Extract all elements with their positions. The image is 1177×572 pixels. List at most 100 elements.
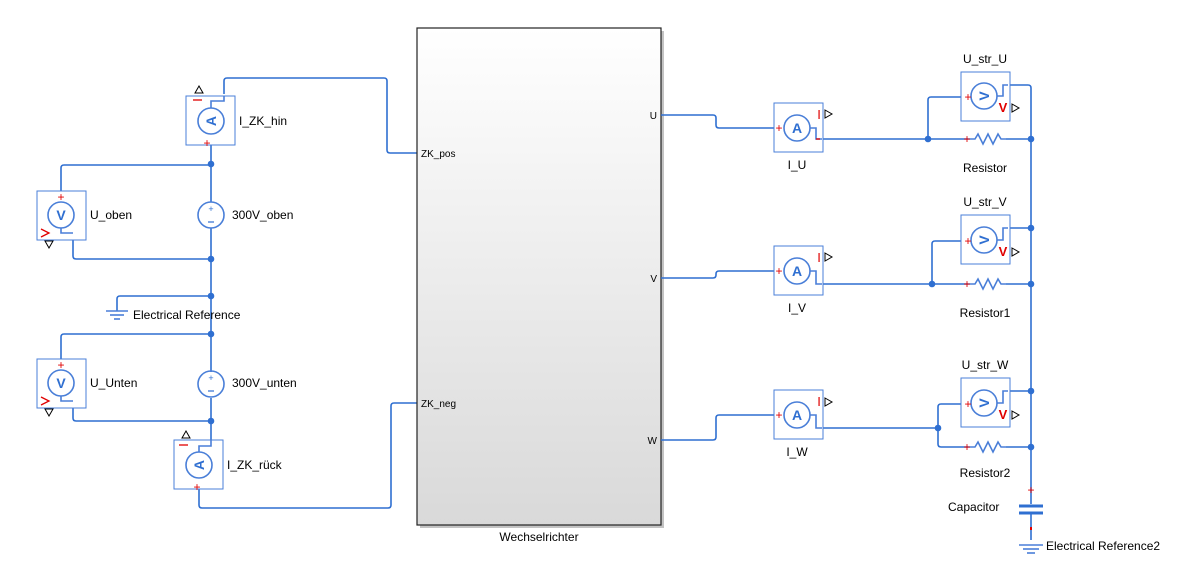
svg-text:+: +: [775, 264, 782, 278]
svg-text:V: V: [999, 407, 1008, 422]
output-port-triangle[interactable]: [44, 408, 54, 418]
svg-text:+: +: [203, 136, 210, 150]
svg-text:A: A: [203, 116, 219, 126]
ground-icon: [1019, 544, 1043, 554]
label-i-w: I_W: [786, 445, 808, 459]
dc-voltage-source-icon: [197, 370, 225, 398]
wire-ustrw-plus[interactable]: [937, 403, 968, 428]
port-zk-neg[interactable]: ZK_neg: [421, 399, 456, 410]
block-u-unten[interactable]: V + U_Unten: [36, 358, 137, 418]
label-capacitor: Capacitor: [948, 500, 999, 514]
svg-text:V: V: [976, 91, 992, 101]
label-u-str-u: U_str_U: [963, 52, 1007, 66]
wire-w-to-iw[interactable]: [661, 414, 780, 441]
block-300v-oben[interactable]: + 300V_oben: [197, 201, 293, 229]
junction: [207, 292, 215, 300]
svg-text:+: +: [1027, 483, 1034, 497]
svg-text:+: +: [193, 480, 200, 494]
junction: [1027, 280, 1035, 288]
wire-izkrueck-to-zkneg[interactable]: [198, 402, 418, 509]
port-v[interactable]: V: [650, 274, 657, 285]
svg-text:+: +: [775, 408, 782, 422]
block-i-zk-rueck[interactable]: A + I_ZK_rück: [173, 429, 283, 494]
wire-uunten-bottom[interactable]: [72, 401, 211, 422]
port-zk-pos[interactable]: ZK_pos: [421, 149, 455, 160]
junction: [1027, 387, 1035, 395]
block-i-u[interactable]: A + I I_U: [773, 102, 834, 172]
wire-u-to-iu[interactable]: [661, 114, 780, 129]
svg-text:A: A: [792, 407, 802, 423]
svg-text:V: V: [999, 100, 1008, 115]
label-u-unten: U_Unten: [90, 376, 137, 390]
label-u-str-v: U_str_V: [963, 195, 1006, 209]
ac-junctions: [924, 135, 1035, 451]
wire-ustru-plus[interactable]: [927, 96, 968, 139]
block-electrical-reference[interactable]: Electrical Reference: [106, 308, 241, 322]
dc-wires: [60, 77, 418, 509]
label-wechselrichter: Wechselrichter: [499, 530, 578, 544]
svg-text:V: V: [999, 244, 1008, 259]
wire-v-to-iv[interactable]: [661, 270, 780, 279]
junction: [1027, 135, 1035, 143]
output-port-triangle[interactable]: [181, 429, 191, 439]
resistor-icon: [968, 440, 1006, 454]
label-electrical-reference: Electrical Reference: [133, 308, 241, 322]
svg-text:+: +: [775, 121, 782, 135]
subsystem-wechselrichter[interactable]: ZK_pos ZK_neg U V W Wechselrichter: [416, 27, 664, 544]
wire-ground[interactable]: [116, 295, 211, 311]
svg-text:+: +: [208, 204, 213, 214]
label-resistor2: Resistor2: [960, 466, 1011, 480]
block-electrical-reference2[interactable]: Electrical Reference2: [1019, 539, 1160, 554]
block-capacitor[interactable]: + Capacitor: [948, 483, 1043, 530]
block-i-zk-hin[interactable]: A + I_ZK_hin: [185, 84, 287, 150]
output-port-triangle[interactable]: [1011, 410, 1021, 420]
block-i-v[interactable]: A + I I_V: [773, 245, 834, 315]
wire-izkhin-to-zkpos[interactable]: [223, 77, 418, 154]
dc-junctions: [207, 160, 215, 425]
junction: [1027, 224, 1035, 232]
wire-uunten-top[interactable]: [60, 333, 211, 365]
wire-ustru-minus[interactable]: [1006, 84, 1032, 139]
wire-ustrv-plus[interactable]: [931, 240, 968, 284]
wire-uoben-bottom[interactable]: [72, 233, 211, 260]
svg-text:+: +: [57, 190, 64, 204]
output-port-triangle[interactable]: [44, 240, 54, 250]
port-u[interactable]: U: [650, 111, 657, 122]
label-electrical-reference2: Electrical Reference2: [1046, 539, 1160, 553]
block-u-str-w[interactable]: V + V U_str_W: [960, 358, 1021, 428]
svg-text:V: V: [56, 375, 66, 391]
block-u-str-u[interactable]: V + V U_str_U: [960, 52, 1021, 122]
label-i-zk-rueck: I_ZK_rück: [227, 458, 283, 472]
svg-text:+: +: [964, 234, 971, 248]
voltage-port-icon: [40, 396, 51, 406]
ground-icon: [106, 310, 128, 320]
block-u-oben[interactable]: V + U_oben: [36, 190, 132, 250]
output-port-triangle[interactable]: [824, 109, 834, 119]
output-port-triangle[interactable]: [824, 397, 834, 407]
block-resistor1[interactable]: + Resistor1: [960, 277, 1011, 320]
output-port-triangle[interactable]: [1011, 247, 1021, 257]
block-i-w[interactable]: A + I I_W: [773, 389, 834, 459]
svg-text:V: V: [56, 207, 66, 223]
resistor-icon: [968, 277, 1006, 291]
label-u-str-w: U_str_W: [962, 358, 1009, 372]
label-300v-oben: 300V_oben: [232, 208, 293, 222]
output-port-triangle[interactable]: [824, 252, 834, 262]
wire-uoben-top[interactable]: [60, 164, 211, 197]
block-u-str-v[interactable]: V + V U_str_V: [960, 195, 1021, 265]
output-port-triangle[interactable]: [194, 84, 204, 94]
dc-voltage-source-icon: [197, 201, 225, 229]
block-resistor[interactable]: + Resistor: [963, 132, 1007, 175]
block-resistor2[interactable]: + Resistor2: [960, 440, 1011, 480]
junction: [934, 424, 942, 432]
svg-text:A: A: [792, 263, 802, 279]
output-port-triangle[interactable]: [1011, 103, 1021, 113]
block-300v-unten[interactable]: + 300V_unten: [197, 370, 297, 398]
svg-text:A: A: [191, 460, 207, 470]
capacitor-icon: [1019, 504, 1043, 515]
svg-text:+: +: [963, 277, 970, 291]
svg-text:+: +: [57, 358, 64, 372]
port-w[interactable]: W: [648, 436, 658, 447]
wire-resistor2-in[interactable]: [937, 428, 968, 448]
